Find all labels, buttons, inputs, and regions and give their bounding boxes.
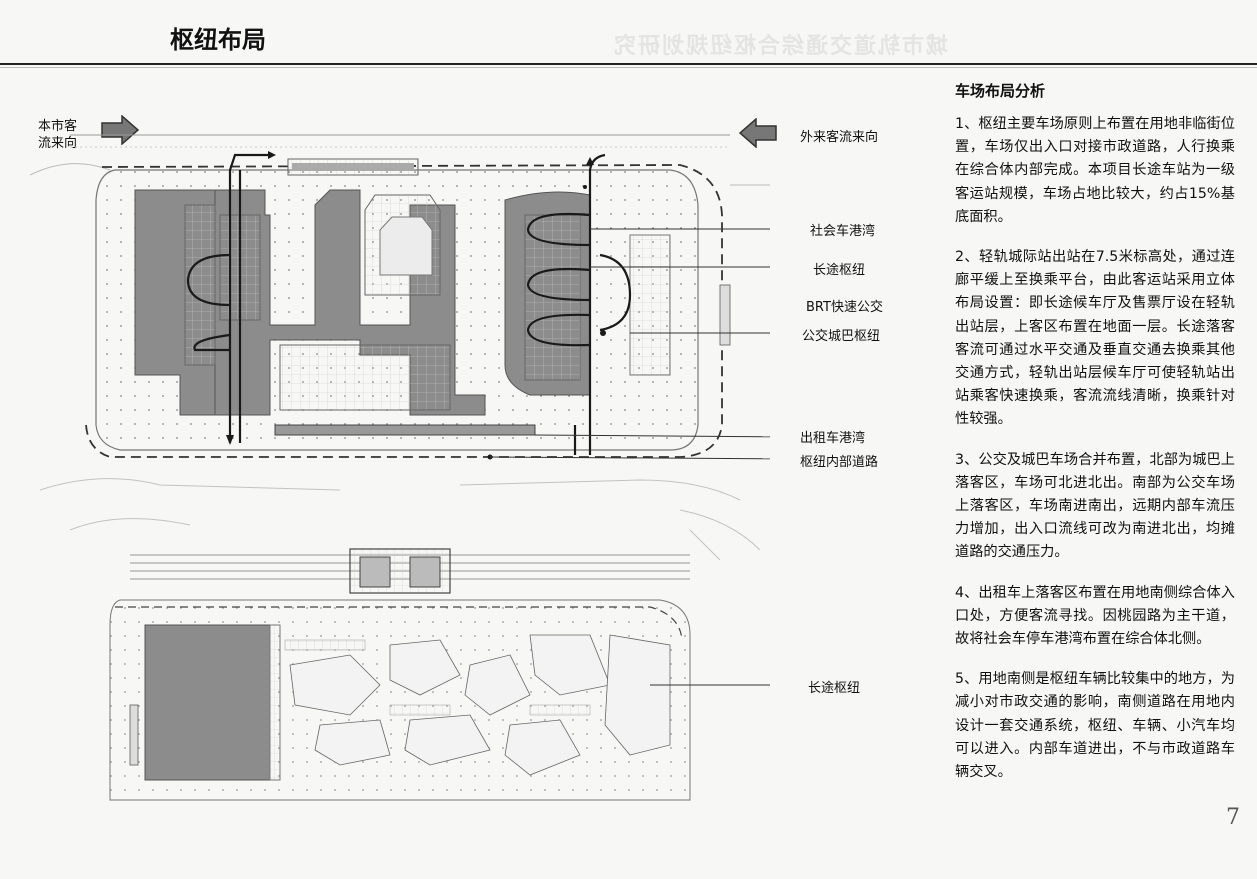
header-rule-thin — [0, 67, 1257, 68]
analysis-paragraph: 3、公交及城巴车场合并布置，北部为城巴上落客区，车场可北进北出。南部为公交车场上… — [955, 451, 1235, 561]
arrow-left-icon — [738, 118, 777, 148]
page-title: 枢纽布局 — [170, 26, 266, 54]
label-local-flow: 本市客 流来向 — [38, 119, 78, 151]
label-taxi-bay: 出租车港湾 — [800, 431, 866, 446]
analysis-paragraph: 2、轻轨城际站出站在7.5米标高处，通过连廊平缓上至换乘平台，由此客运站采用立体… — [955, 249, 1235, 428]
label-social-bay: 社会车港湾 — [810, 224, 876, 239]
analysis-paragraph: 4、出租车上落客区布置在用地南侧综合体入口处，方便客流寻找。因桃园路为主干道，故… — [955, 584, 1235, 648]
analysis-paragraph: 5、用地南侧是枢纽车辆比较集中的地方，为减小对市政交通的影响，南侧道路在用地内设… — [955, 671, 1235, 781]
label-long-distance-hub: 长途枢纽 — [813, 263, 866, 278]
header-rule — [0, 63, 1257, 65]
label-long-distance-hub-lower: 长途枢纽 — [808, 681, 861, 696]
site-plan-upper — [30, 134, 770, 460]
bleed-through-text: 城市轨道交通综合枢纽规划研究 — [612, 34, 949, 59]
label-brt: BRT快速公交 — [806, 300, 883, 315]
analysis-panel: 车场布局分析 1、枢纽主要车场原则上布置在用地非临街位置，车场仅出入口对接市政道… — [955, 80, 1235, 801]
analysis-heading: 车场布局分析 — [955, 82, 1046, 100]
site-plan-lower — [109, 548, 770, 801]
label-internal-road: 枢纽内部道路 — [800, 455, 879, 470]
arrow-right-icon — [101, 115, 140, 145]
label-bus-hub: 公交城巴枢纽 — [802, 329, 881, 344]
page-number: 7 — [1226, 805, 1240, 830]
site-context-sketch — [40, 478, 761, 560]
analysis-paragraph: 1、枢纽主要车场原则上布置在用地非临街位置，车场仅出入口对接市政道路，人行换乘在… — [955, 116, 1235, 225]
label-external-flow: 外来客流来向 — [800, 130, 879, 145]
